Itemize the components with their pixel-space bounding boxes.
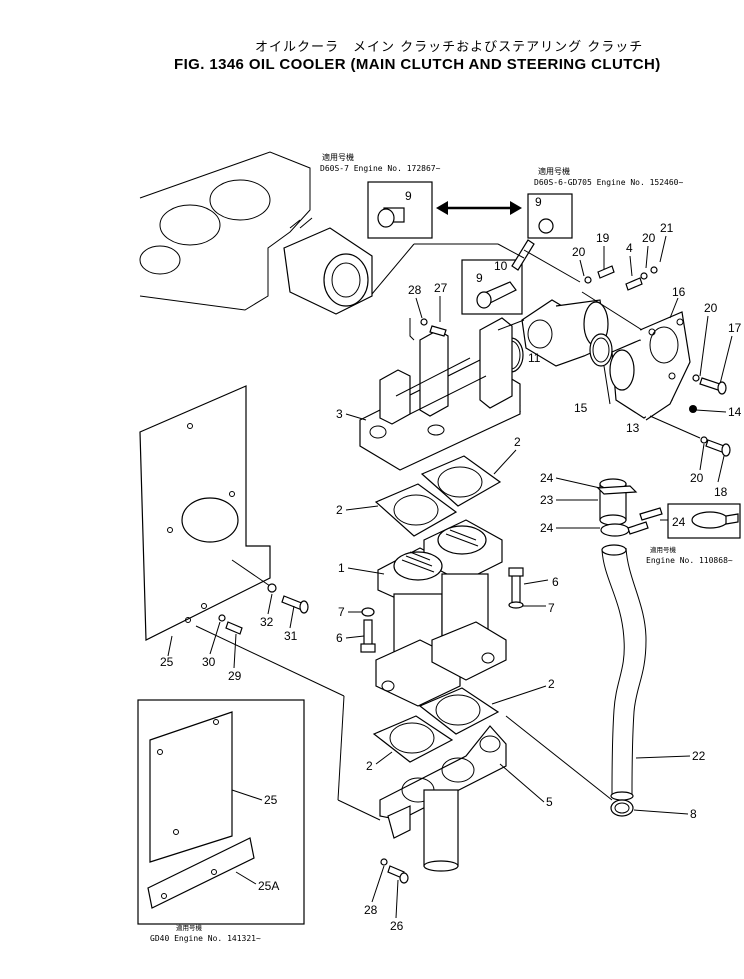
oil-cooler-part-1: 1 bbox=[338, 519, 507, 707]
gasket-part-2-lower: 2 2 bbox=[366, 677, 555, 773]
part-label-6: 6 bbox=[336, 631, 343, 645]
part-label-13: 13 bbox=[626, 421, 640, 435]
part-label-2: 2 bbox=[366, 759, 373, 773]
part-label-15: 15 bbox=[574, 401, 588, 415]
part-label-2: 2 bbox=[548, 677, 555, 691]
part-label-7: 7 bbox=[548, 601, 555, 615]
elbow-fitting-11: 11 12 15 bbox=[498, 299, 613, 415]
bolts-part-6-7: 6 7 7 6 bbox=[336, 567, 559, 653]
part-label-4: 4 bbox=[626, 241, 633, 255]
part-label-8: 8 bbox=[690, 807, 697, 821]
part-label-24: 24 bbox=[540, 521, 554, 535]
engine-note-3: Engine No. 110868~ bbox=[646, 556, 733, 565]
part-label-30: 30 bbox=[202, 655, 216, 669]
part-label-18: 18 bbox=[714, 485, 728, 499]
part-label-5: 5 bbox=[546, 795, 553, 809]
part-label-25: 25 bbox=[264, 793, 278, 807]
part-label-6: 6 bbox=[552, 575, 559, 589]
part-label-9: 9 bbox=[476, 271, 483, 285]
engine-note-1: D60S-7 Engine No. 172867~ bbox=[320, 164, 441, 173]
part-label-29: 29 bbox=[228, 669, 242, 683]
part-label-24: 24 bbox=[540, 471, 554, 485]
inset-plate-25-25A: 25 25A 適用号機 GD40 Engine No. 141321~ bbox=[137, 699, 305, 943]
engine-note-4: GD40 Engine No. 141321~ bbox=[150, 934, 261, 943]
adapter-part-13-16: 13 16 bbox=[609, 285, 691, 435]
engine-note-2: D60S-6-GD705 Engine No. 152460~ bbox=[534, 178, 683, 187]
hose-part-22: 24 23 24 22 8 bbox=[505, 471, 706, 821]
manifold-part-3: 3 28 27 bbox=[336, 281, 521, 471]
part-label-16: 16 bbox=[672, 285, 686, 299]
part-label-21: 21 bbox=[660, 221, 674, 235]
part-label-25: 25 bbox=[160, 655, 174, 669]
part-label-20: 20 bbox=[704, 301, 718, 315]
inset-part-9-left: 適用号機 D60S-7 Engine No. 172867~ 9 bbox=[320, 152, 441, 239]
assembly-guide-lines bbox=[497, 243, 643, 405]
part-label-22: 22 bbox=[692, 749, 706, 763]
engine-note-jp-2: 適用号機 bbox=[538, 166, 570, 176]
part-label-20: 20 bbox=[572, 245, 586, 259]
interchangeable-arrow bbox=[436, 201, 522, 215]
part-label-9: 9 bbox=[405, 189, 412, 203]
bracket-part-5: 5 28 26 bbox=[364, 725, 553, 933]
part-label-20: 20 bbox=[642, 231, 656, 245]
engine-note-jp-1: 適用号機 bbox=[322, 152, 354, 162]
part-label-11: 11 bbox=[528, 351, 541, 365]
gasket-part-2-upper: 2 2 bbox=[336, 435, 521, 537]
part-label-26: 26 bbox=[390, 919, 404, 933]
part-label-25A: 25A bbox=[258, 879, 279, 893]
engine-block-drawing bbox=[139, 151, 498, 315]
part-label-23: 23 bbox=[540, 493, 554, 507]
part-label-28: 28 bbox=[408, 283, 422, 297]
part-label-1: 1 bbox=[338, 561, 345, 575]
part-label-14: 14 bbox=[728, 405, 742, 419]
plug-part-9-10: 9 10 bbox=[461, 239, 581, 315]
part-label-31: 31 bbox=[284, 629, 298, 643]
part-label-19: 19 bbox=[596, 231, 610, 245]
part-label-24: 24 bbox=[672, 515, 686, 529]
inset-part-9-right: 適用号機 D60S-6-GD705 Engine No. 152460~ 9 bbox=[527, 166, 683, 239]
part-label-3: 3 bbox=[336, 407, 343, 421]
engine-note-jp-3: 適用号機 bbox=[650, 545, 677, 554]
engine-note-jp-4: 適用号機 bbox=[176, 923, 203, 932]
part-label-9: 9 bbox=[535, 195, 542, 209]
part-label-7: 7 bbox=[338, 605, 345, 619]
part-label-32: 32 bbox=[260, 615, 274, 629]
part-label-20: 20 bbox=[690, 471, 704, 485]
part-label-2: 2 bbox=[336, 503, 343, 517]
part-label-10: 10 bbox=[494, 259, 508, 273]
part-label-27: 27 bbox=[434, 281, 448, 295]
part-label-2: 2 bbox=[514, 435, 521, 449]
plate-part-25: 25 32 31 30 29 bbox=[139, 385, 381, 821]
inset-clamp-24: 24 適用号機 Engine No. 110868~ bbox=[639, 503, 741, 565]
bolts-right-side: 20 19 4 20 21 20 17 14 20 18 bbox=[572, 221, 742, 499]
figure-title: FIG. 1346 OIL COOLER (MAIN CLUTCH AND ST… bbox=[174, 56, 661, 73]
part-label-17: 17 bbox=[728, 321, 742, 335]
part-label-28: 28 bbox=[364, 903, 378, 917]
figure-title-japanese: オイルクーラ メイン クラッチおよびステアリング クラッチ bbox=[255, 40, 644, 55]
